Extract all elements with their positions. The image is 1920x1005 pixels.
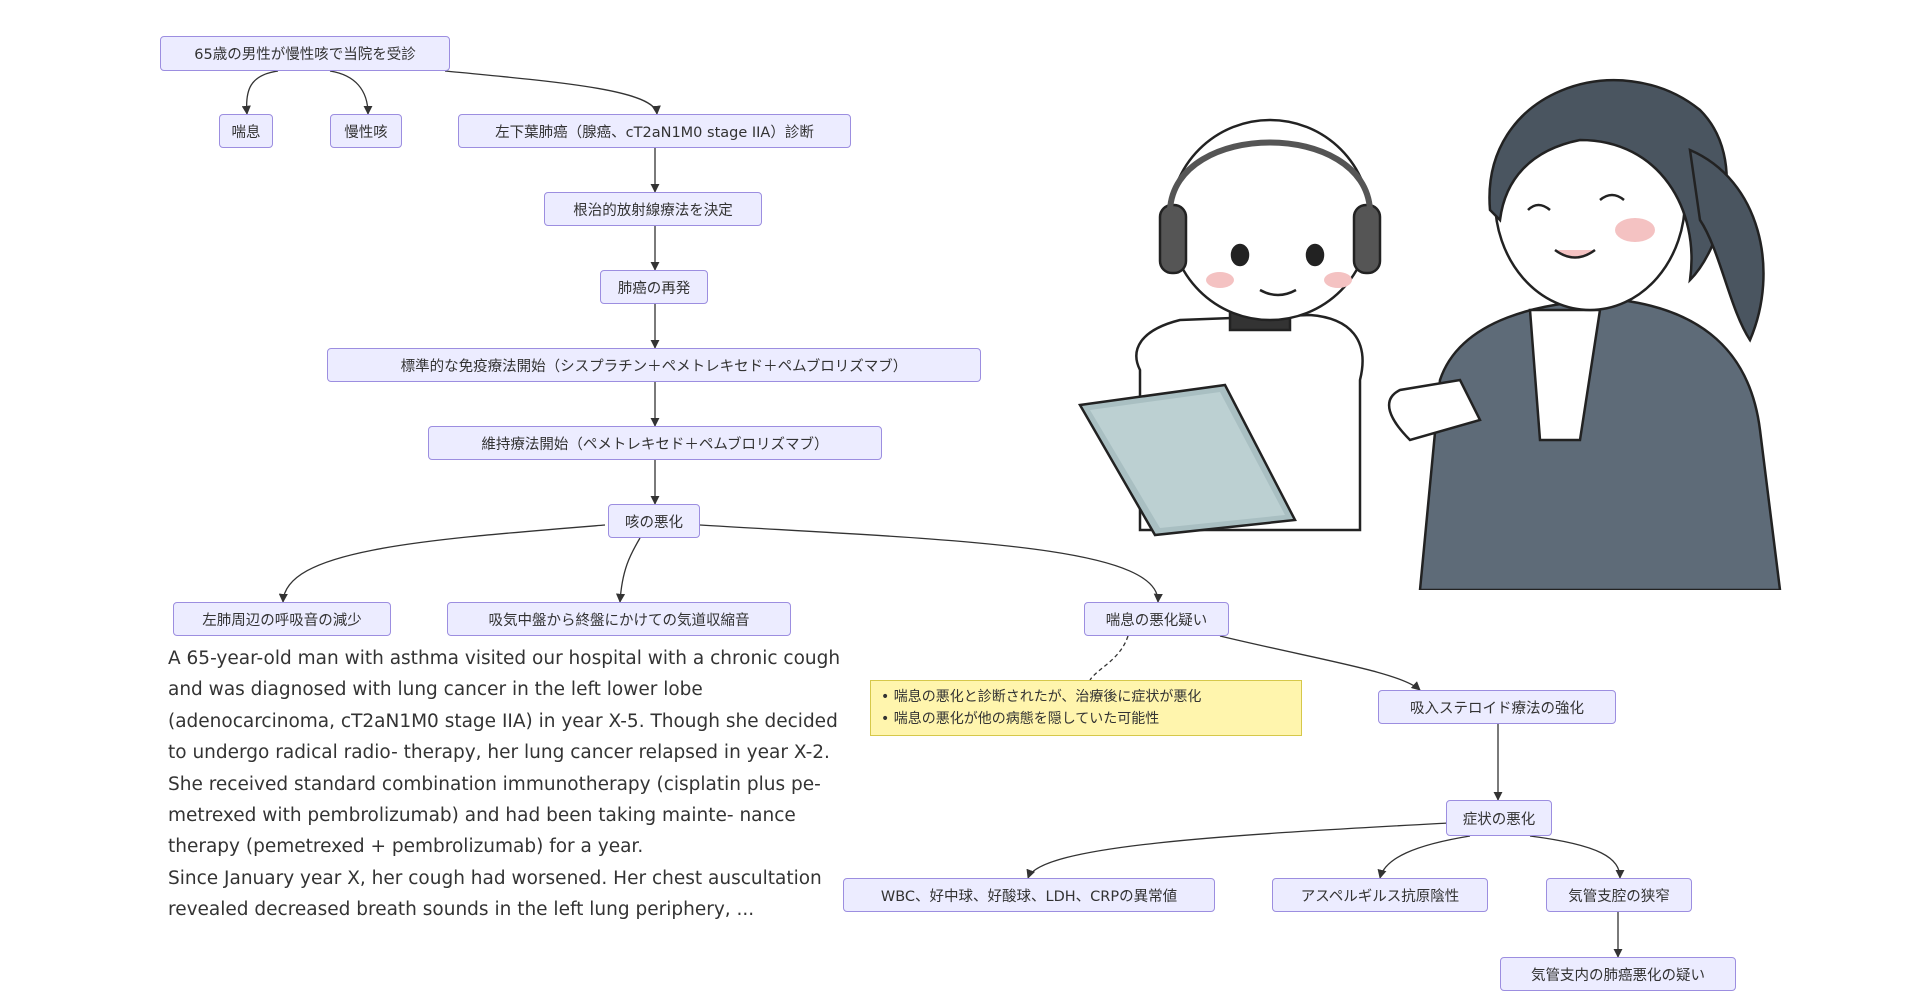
node-diagnosis: 左下葉肺癌（腺癌、cT2aN1M0 stage IIA）診断 — [458, 114, 851, 148]
case-paragraph-1: A 65-year-old man with asthma visited ou… — [168, 648, 841, 858]
node-maintenance: 維持療法開始（ペメトレキセド＋ペムブロリズマブ） — [428, 426, 882, 460]
node-radiotherapy: 根治的放射線療法を決定 — [544, 192, 762, 226]
edge-coughworse-asthmasuspect — [699, 524, 1163, 603]
edge-asthmasuspect-note — [1089, 635, 1129, 681]
node-cough-worse: 咳の悪化 — [608, 504, 700, 538]
woman-icon — [1388, 79, 1782, 590]
node-immunotherapy: 標準的な免疫療法開始（シスプラチン＋ペメトレキセド＋ペムブロリズマブ） — [327, 348, 981, 382]
node-aspergillus: アスペルギルス抗原陰性 — [1272, 878, 1488, 912]
robot-and-doctor-illustration — [1077, 79, 1782, 590]
node-asthma-suspect: 喘息の悪化疑い — [1084, 602, 1229, 636]
node-visit: 65歳の男性が慢性咳で当院を受診 — [160, 36, 450, 71]
note-box: • 喘息の悪化と診断されたが、治療後に症状が悪化 • 喘息の悪化が他の病態を隠し… — [870, 680, 1302, 736]
case-paragraph-2: Since January year X, her cough had wors… — [168, 867, 822, 921]
note-line-2: • 喘息の悪化が他の病態を隠していた可能性 — [881, 711, 1160, 727]
node-bronchial-narrowing: 気管支腔の狭窄 — [1546, 878, 1692, 912]
edge-symptom-lab — [1026, 822, 1449, 879]
node-asthma: 喘息 — [219, 114, 273, 148]
note-line-1: • 喘息の悪化と診断されたが、治療後に症状が悪化 — [881, 689, 1202, 705]
edge-visit-cough — [329, 70, 373, 115]
edge-visit-diagnosis — [444, 70, 661, 115]
node-inhaled-steroid: 吸入ステロイド療法の強化 — [1378, 690, 1616, 724]
node-chronic-cough: 慢性咳 — [330, 114, 402, 148]
tablet-icon — [1077, 383, 1297, 537]
edge-asthmasuspect-steroid — [1219, 635, 1421, 691]
edge-coughworse-breath — [278, 524, 606, 603]
edge-symptom-bronchial — [1529, 835, 1625, 879]
node-airway-stenosis-sound: 吸気中盤から終盤にかけての気道収縮音 — [447, 602, 791, 636]
edge-visit-asthma — [241, 70, 279, 115]
case-description: A 65-year-old man with asthma visited ou… — [168, 643, 858, 926]
edge-symptom-aspergillus — [1377, 835, 1471, 879]
node-relapse: 肺癌の再発 — [600, 270, 708, 304]
node-breath-sounds: 左肺周辺の呼吸音の減少 — [173, 602, 391, 636]
node-endobronchial-cancer: 気管支内の肺癌悪化の疑い — [1500, 957, 1736, 991]
edge-coughworse-stenosis — [615, 537, 641, 603]
node-symptom-worse: 症状の悪化 — [1446, 800, 1552, 836]
node-lab-abnormal: WBC、好中球、好酸球、LDH、CRPの異常値 — [843, 878, 1215, 912]
